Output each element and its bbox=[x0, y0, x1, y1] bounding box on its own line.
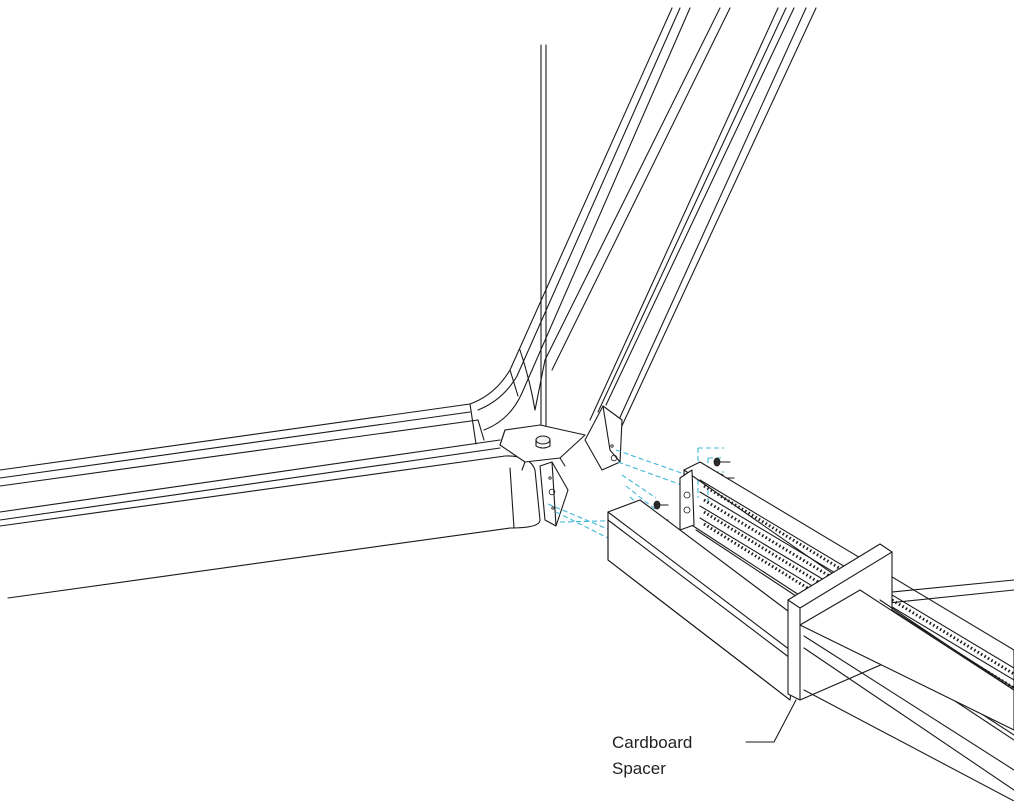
bracket-left bbox=[539, 461, 569, 527]
screw bbox=[653, 500, 669, 510]
perforation-row bbox=[703, 522, 1014, 718]
callout-label-line2: Spacer bbox=[612, 759, 666, 778]
hanging-rod bbox=[540, 44, 547, 441]
upper-left-profile bbox=[469, 7, 731, 431]
corner-hub bbox=[499, 424, 586, 471]
callout-cardboard-spacer: Cardboard Spacer bbox=[612, 699, 797, 778]
bracket-right bbox=[584, 405, 623, 471]
left-profile bbox=[0, 403, 541, 599]
cardboard-spacer bbox=[787, 543, 1014, 801]
screw bbox=[713, 457, 731, 467]
upper-right-profile bbox=[589, 7, 817, 436]
callout-label-line1: Cardboard bbox=[612, 733, 692, 752]
perforation-row bbox=[703, 510, 1014, 704]
